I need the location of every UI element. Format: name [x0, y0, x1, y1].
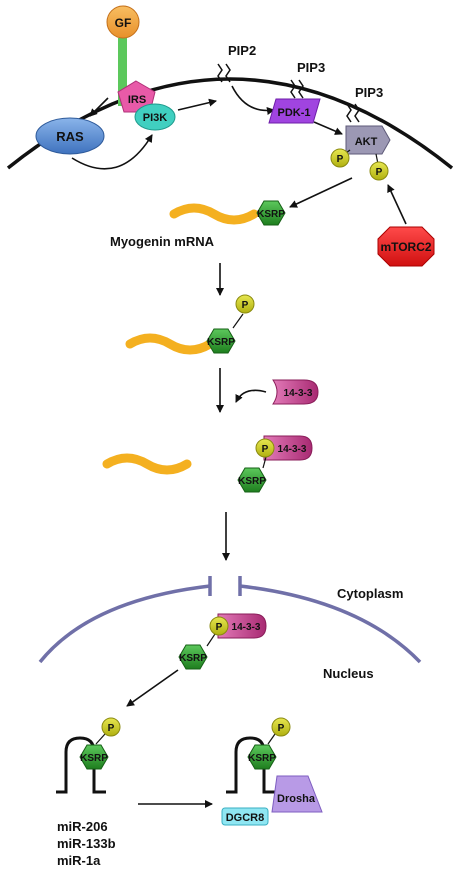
- p-label: P: [108, 723, 115, 734]
- mir206-label: miR-206: [57, 819, 108, 834]
- ksrp-label: KSRP: [207, 337, 235, 348]
- ksrp-label: KSRP: [238, 476, 266, 487]
- ksrp-phospho-3: P: [255, 438, 275, 458]
- ksrp-label: KSRP: [248, 753, 276, 764]
- pip2-label: PIP2: [228, 43, 256, 58]
- pi3k-protein: PI3K: [134, 103, 176, 131]
- ksrp-phospho-5: P: [101, 717, 121, 737]
- pi3k-label: PI3K: [143, 112, 168, 124]
- ksrp-protein-4: KSRP: [178, 644, 208, 670]
- akt-protein: AKT: [345, 125, 391, 155]
- arrow-pi3k-to-pip: [177, 98, 217, 111]
- protein-1433-label: 14-3-3: [232, 622, 261, 633]
- drosha-label: Drosha: [277, 793, 316, 805]
- pip3-label-1: PIP3: [297, 60, 325, 75]
- myogenin-mrna-1: [169, 203, 259, 225]
- p-label: P: [242, 300, 249, 311]
- ksrp-label: KSRP: [80, 753, 108, 764]
- ksrp-protein-2: KSRP: [206, 328, 236, 354]
- p-label: P: [337, 154, 344, 165]
- gf-ligand: GF: [106, 5, 140, 39]
- ksrp-label: KSRP: [179, 653, 207, 664]
- pip3-lipid-icon-2: [346, 103, 360, 123]
- ksrp-protein-3: KSRP: [237, 467, 267, 493]
- arrow-ras-to-pi3k: [71, 134, 153, 170]
- cytoplasm-label: Cytoplasm: [337, 586, 403, 601]
- arrow-ksrp-to-primirna: [126, 669, 179, 707]
- nucleus-label: Nucleus: [323, 666, 374, 681]
- dgcr8-label: DGCR8: [226, 812, 265, 824]
- gf-label: GF: [115, 16, 132, 30]
- akt-phospho-1: P: [330, 148, 350, 168]
- p-label: P: [262, 444, 269, 455]
- pdk1-protein: PDK-1: [268, 98, 321, 124]
- ksrp-protein-6: KSRP: [247, 744, 277, 770]
- irs-label: IRS: [128, 94, 146, 106]
- ksrp-protein-5: KSRP: [79, 744, 109, 770]
- arrow-mtorc2-to-akt: [387, 184, 407, 225]
- ras-label: RAS: [56, 129, 84, 144]
- mir133b-label: miR-133b: [57, 836, 116, 851]
- pip3-lipid-icon-1: [290, 79, 304, 99]
- ksrp-phospho-6: P: [271, 717, 291, 737]
- protein-1433-complex-1: 14-3-3: [263, 435, 313, 461]
- akt-label: AKT: [355, 136, 378, 148]
- ksrp-protein-1: KSRP: [256, 200, 286, 226]
- dgcr8-protein: DGCR8: [221, 807, 269, 826]
- arrow-pip2-to-pip3: [231, 85, 275, 115]
- mtorc2-complex: mTORC2: [377, 226, 435, 267]
- drosha-protein: Drosha: [271, 775, 323, 813]
- myogenin-mrna-3: [102, 453, 192, 475]
- ksrp-label: KSRP: [257, 209, 285, 220]
- arrow-akt-to-ksrp: [289, 177, 353, 208]
- nuclear-envelope-right: [239, 584, 422, 664]
- mtorc2-label: mTORC2: [380, 240, 431, 254]
- arrow-irs-to-ras: [89, 97, 109, 117]
- pip2-lipid-icon: [217, 63, 231, 83]
- myogenin-mrna-label: Myogenin mRNA: [110, 234, 215, 249]
- akt-phospho-2: P: [369, 161, 389, 181]
- ksrp-phospho-2: P: [235, 294, 255, 314]
- p-label: P: [376, 167, 383, 178]
- nuclear-envelope-left: [38, 584, 211, 664]
- protein-1433-label: 14-3-3: [284, 388, 313, 399]
- protein-1433-complex-2: 14-3-3: [217, 613, 267, 639]
- p-label: P: [216, 622, 223, 633]
- receptor-stalk: [118, 38, 127, 106]
- mir1a-label: miR-1a: [57, 853, 101, 868]
- arrow-pdk1-to-akt: [313, 121, 343, 135]
- protein-1433-label: 14-3-3: [278, 444, 307, 455]
- protein-1433-incoming: 14-3-3: [272, 379, 319, 405]
- p-label: P: [278, 723, 285, 734]
- pip3-label-2: PIP3: [355, 85, 383, 100]
- ras-protein: RAS: [35, 117, 105, 155]
- myogenin-mrna-2: [125, 333, 215, 355]
- pdk1-label: PDK-1: [277, 107, 310, 119]
- ksrp-phospho-4: P: [209, 616, 229, 636]
- arrow-1433-binding: [235, 389, 267, 403]
